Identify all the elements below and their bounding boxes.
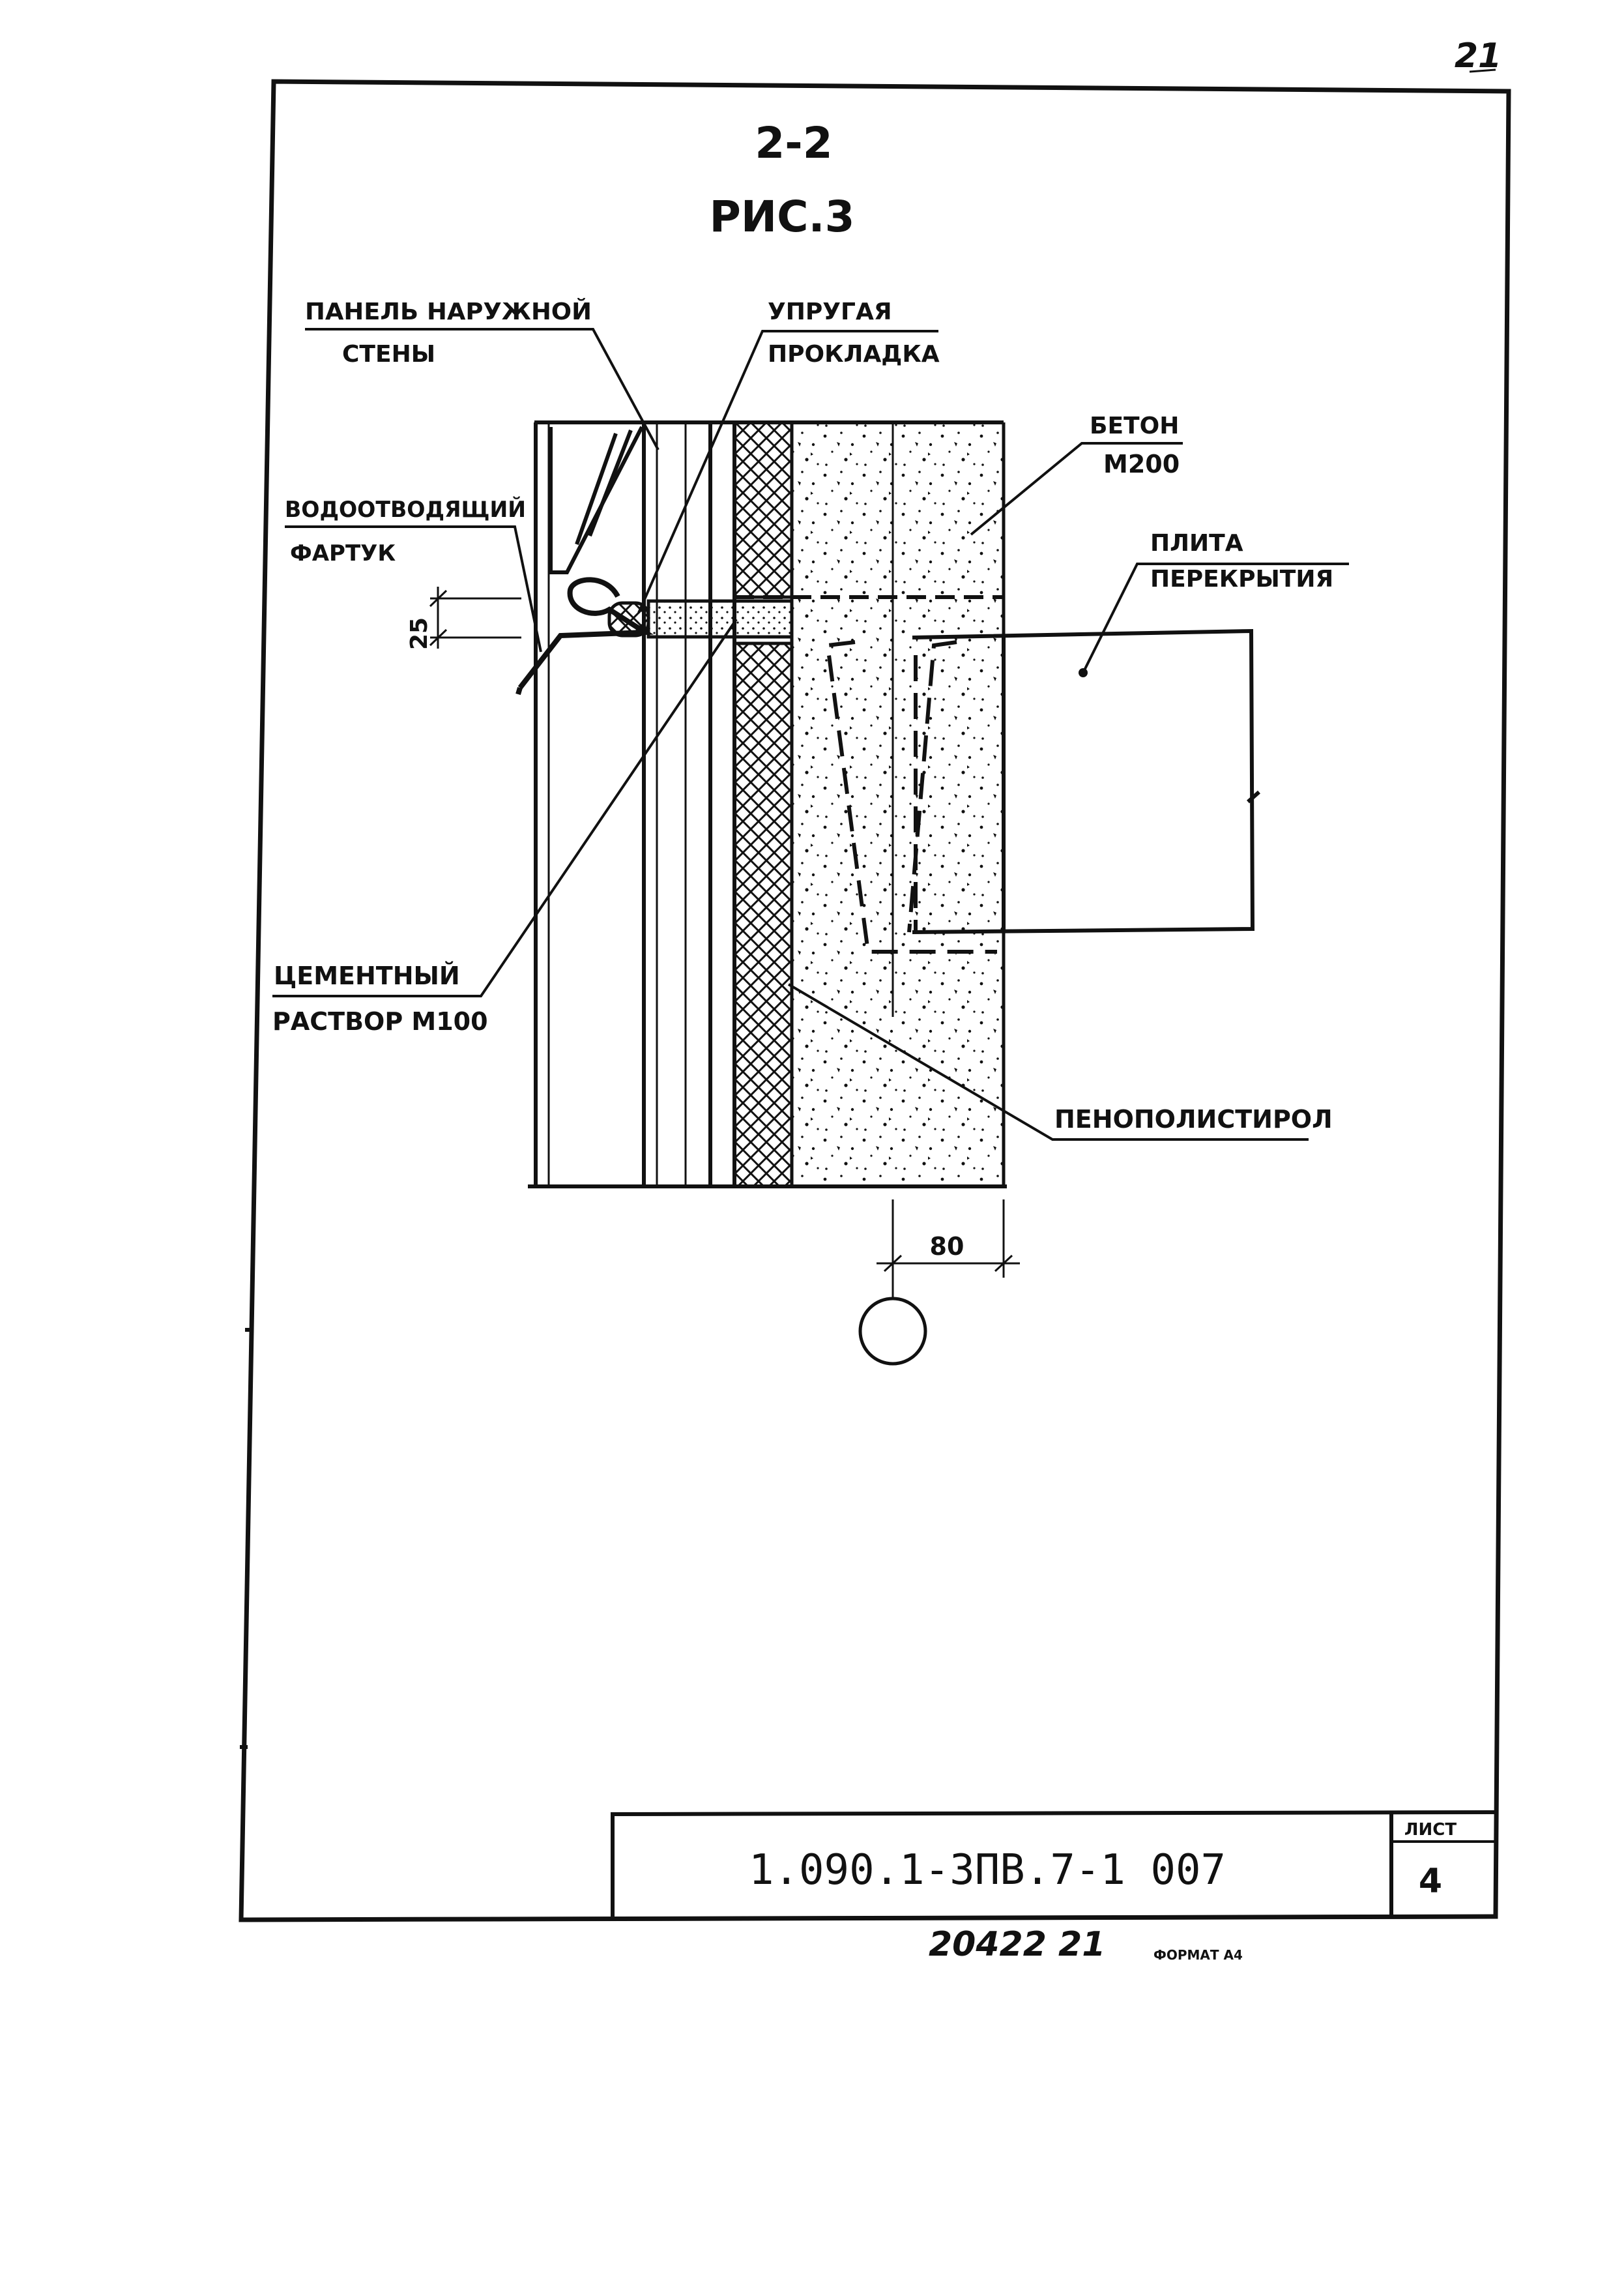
slab-void-outline (825, 640, 997, 954)
title-block-sheet-number: 4 (1419, 1862, 1442, 1901)
floor-slab (912, 628, 1260, 934)
callout-outer-panel-line1: ПАНЕЛЬ НАРУЖНОЙ (305, 298, 592, 325)
callout-polystyrene: ПЕНОПОЛИСТИРОЛ (787, 983, 1333, 1141)
callout-cement-mortar-line1: ЦЕМЕНТНЫЙ (274, 962, 460, 990)
callout-outer-panel: ПАНЕЛЬ НАРУЖНОЙ СТЕНЫ (305, 298, 660, 450)
callout-drip-apron-line1: ВОДООТВОДЯЩИЙ (285, 496, 526, 523)
wall-section (515, 420, 1260, 1188)
callout-cement-mortar: ЦЕМЕНТНЫЙ РАСТВОР М100 (272, 618, 738, 1036)
drip-apron-return (515, 686, 523, 696)
format-label: ФОРМАТ А4 (1153, 1947, 1243, 1963)
section-label: 2-2 (755, 118, 832, 168)
axis-bubble (858, 1297, 927, 1366)
dimension-joint-value: 25 (406, 617, 433, 650)
title-block (611, 1810, 1498, 1917)
callout-elastic-gasket-line1: УПРУГАЯ (768, 299, 892, 325)
corner-mark-underline (1469, 68, 1496, 73)
callout-elastic-gasket-leader (637, 330, 938, 613)
drip-apron (517, 577, 654, 690)
callout-concrete-line2: М200 (1103, 450, 1180, 478)
callout-concrete: БЕТОН М200 (970, 413, 1183, 536)
callout-cement-mortar-line2: РАСТВОР М100 (272, 1007, 488, 1036)
callout-floor-slab-line2: ПЕРЕКРЫТИЯ (1150, 566, 1333, 593)
callout-drip-apron-leader (285, 525, 542, 653)
page-frame (239, 79, 1511, 1922)
callout-floor-slab-line1: ПЛИТА (1150, 530, 1243, 557)
callout-concrete-leader (970, 442, 1183, 536)
callout-polystyrene-line1: ПЕНОПОЛИСТИРОЛ (1054, 1105, 1333, 1134)
callout-cement-mortar-leader (272, 618, 738, 997)
dimension-concrete-offset (877, 1199, 1020, 1278)
polystyrene-layer (732, 420, 794, 599)
archive-number: 20422 21 (929, 1925, 1105, 1964)
callout-outer-panel-line2: СТЕНЫ (342, 341, 435, 368)
callout-drip-apron-line2: ФАРТУК (290, 540, 396, 566)
concrete-layer (792, 422, 1004, 1186)
callout-floor-slab: ПЛИТА ПЕРЕКРЫТИЯ (1082, 530, 1349, 673)
panel-lines (534, 422, 1006, 1186)
callout-concrete-line1: БЕТОН (1090, 413, 1179, 439)
figure-label: РИС.3 (709, 192, 854, 242)
title-block-sheet-label: ЛИСТ (1404, 1820, 1457, 1840)
dimension-concrete-offset-value: 80 (930, 1232, 964, 1261)
panel-profile (549, 426, 644, 574)
callout-outer-panel-leader (305, 328, 660, 450)
callout-elastic-gasket: УПРУГАЯ ПРОКЛАДКА (637, 299, 940, 613)
callout-drip-apron: ВОДООТВОДЯЩИЙ ФАРТУК (285, 496, 542, 653)
polystyrene-layer-lower (732, 641, 794, 1188)
title-block-code: 1.090.1-3ПВ.7-1 007 (749, 1846, 1226, 1894)
dimension-joint (429, 587, 521, 649)
callout-polystyrene-leader (787, 983, 1309, 1141)
callout-elastic-gasket-line2: ПРОКЛАДКА (768, 341, 940, 368)
callout-floor-slab-leader (1082, 563, 1349, 673)
cement-mortar-bed (646, 599, 794, 639)
